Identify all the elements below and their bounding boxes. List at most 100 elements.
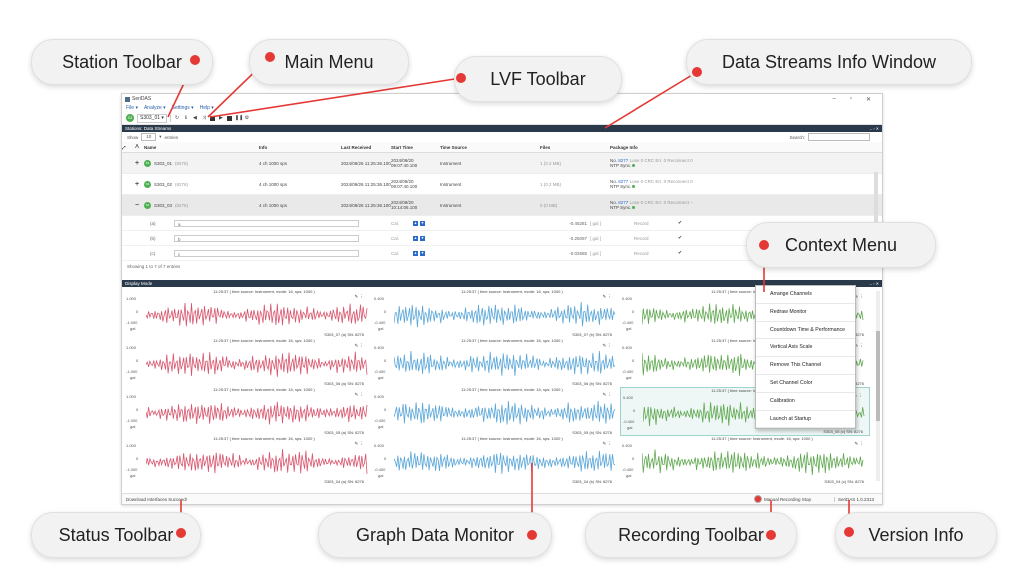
more-icon[interactable]: ⋮	[859, 441, 865, 446]
record-checkbox[interactable]: ✔	[678, 250, 683, 256]
station-select[interactable]: S303_01 ▾	[137, 113, 167, 123]
edit-icon[interactable]: ✎	[854, 343, 859, 348]
edit-icon[interactable]: ✎	[354, 294, 359, 299]
record-checkbox[interactable]: ✔	[678, 220, 683, 226]
cal-up-icon[interactable]: ▲	[413, 250, 418, 256]
more-icon[interactable]: ⋮	[607, 294, 613, 299]
expand-toggle[interactable]: +	[134, 159, 140, 167]
edit-icon[interactable]: ✎	[602, 392, 607, 397]
channel-graph[interactable]: 11:25:37 ( time source: Instrument, mode…	[124, 387, 370, 436]
menu-analyze[interactable]: Analyze ▾	[143, 105, 166, 111]
context-menu-item[interactable]: Countdown Time & Performance	[756, 322, 855, 340]
context-menu-item[interactable]: Remove This Channel	[756, 357, 855, 375]
more-icon[interactable]: ⋮	[359, 441, 365, 446]
menu-help[interactable]: Help ▾	[199, 105, 214, 111]
context-menu-item[interactable]: Launch at Startup	[756, 411, 855, 429]
record-icon[interactable]	[754, 495, 762, 503]
channel-name-input[interactable]: b	[174, 234, 359, 242]
sort-icon[interactable]: ˄	[134, 143, 140, 151]
cal-down-icon[interactable]: ▼	[420, 250, 425, 256]
chevron-down-icon[interactable]: ▾	[159, 134, 162, 139]
expand-toggle[interactable]: −	[134, 201, 140, 209]
maximize-icon[interactable]: ▫	[849, 95, 852, 102]
channel-name-input[interactable]: a	[174, 219, 359, 227]
col-info[interactable]: Info	[259, 144, 268, 150]
more-icon[interactable]: ⋮	[359, 392, 365, 397]
lvf-record-icon[interactable]	[226, 115, 232, 121]
edit-icon[interactable]: ✎	[602, 343, 607, 348]
context-menu-item[interactable]: Set Channel Color	[756, 375, 855, 393]
graph-controls: ✎ ⋮	[854, 441, 864, 447]
more-icon[interactable]: ⋮	[859, 294, 865, 299]
panel-controls-icon[interactable]: – ▫ ✕	[869, 126, 879, 131]
edit-icon[interactable]: ✎	[354, 392, 359, 397]
lvf-stop-icon[interactable]	[209, 115, 215, 121]
edit-icon[interactable]: ✎	[354, 343, 359, 348]
col-package-info[interactable]: Package Info	[610, 144, 638, 150]
info-icon[interactable]: ℹ	[184, 115, 187, 121]
more-icon[interactable]: ⋮	[607, 343, 613, 348]
more-icon[interactable]: ⋮	[859, 343, 865, 348]
channel-graph[interactable]: 11:25:37 ( time source: Instrument, mode…	[620, 436, 870, 485]
monitor-scrollbar[interactable]	[876, 291, 880, 481]
more-icon[interactable]: ⋮	[858, 393, 864, 398]
col-start-time[interactable]: Start Time	[391, 144, 413, 150]
stream-info: 4 ch 1000 sps	[259, 202, 288, 208]
record-checkbox[interactable]: ✔	[678, 235, 683, 241]
context-menu-item[interactable]: Calibration	[756, 393, 855, 411]
cal-down-icon[interactable]: ▼	[420, 220, 425, 226]
channel-name-input[interactable]: c	[174, 249, 359, 257]
edit-icon[interactable]: ✎	[854, 441, 859, 446]
cal-up-icon[interactable]: ▲	[413, 235, 418, 241]
col-name[interactable]: Name	[144, 144, 157, 150]
context-menu-item[interactable]: Arrange Channels	[756, 286, 855, 304]
channel-graph[interactable]: 11:25:37 ( time source: Instrument, mode…	[372, 289, 618, 338]
minimize-icon[interactable]: –	[832, 95, 836, 102]
channel-label: S303_05 (b) SN: 8276	[572, 430, 612, 435]
cal-up-icon[interactable]: ▲	[413, 220, 418, 226]
channel-graph[interactable]: 11:25:37 ( time source: Instrument, mode…	[124, 436, 370, 485]
channel-graph[interactable]: 11:25:37 ( time source: Instrument, mode…	[124, 289, 370, 338]
channel-graph[interactable]: 11:25:37 ( time source: Instrument, mode…	[372, 338, 618, 387]
channel-graph[interactable]: 11:25:37 ( time source: Instrument, mode…	[372, 436, 618, 485]
col-time-source[interactable]: Time Source	[440, 144, 467, 150]
scrollbar-thumb[interactable]	[876, 331, 880, 421]
refresh-icon[interactable]: ↻	[174, 115, 180, 121]
expand-toggle[interactable]: +	[134, 180, 140, 188]
shuffle-icon[interactable]: ⤨	[201, 115, 206, 121]
expand-icon[interactable]: ⤢	[122, 144, 126, 150]
panel-controls-icon[interactable]: – ▫ ✕	[869, 281, 879, 286]
col-files[interactable]: Files	[540, 144, 551, 150]
lvf-pause-icon[interactable]: ❚❚	[234, 115, 244, 121]
channel-graph[interactable]: 11:25:37 ( time source: Instrument, mode…	[372, 387, 618, 436]
menu-file[interactable]: File ▾	[126, 105, 138, 111]
context-menu-item[interactable]: Vertical Axis Scale	[756, 339, 855, 358]
y-min-label: -1.000	[126, 418, 138, 423]
recording-toolbar[interactable]: Manual Recording Stop	[754, 495, 811, 503]
lvf-play-icon[interactable]: ▶	[218, 115, 223, 121]
cal-down-icon[interactable]: ▼	[420, 235, 425, 241]
edit-icon[interactable]: ✎	[602, 294, 607, 299]
channel-id: (b)	[150, 235, 156, 241]
table-scrollbar[interactable]	[874, 172, 878, 244]
edit-icon[interactable]: ✎	[354, 441, 359, 446]
more-icon[interactable]: ⋮	[607, 392, 613, 397]
more-icon[interactable]: ⋮	[359, 343, 365, 348]
lvf-settings-icon[interactable]: ⚙	[244, 115, 250, 121]
more-icon[interactable]: ⋮	[607, 441, 613, 446]
speaker-icon[interactable]: ◀	[192, 115, 197, 121]
channel-graph[interactable]: 11:25:37 ( time source: Instrument, mode…	[124, 338, 370, 387]
edit-icon[interactable]: ✎	[602, 441, 607, 446]
search-input[interactable]	[808, 133, 870, 141]
context-menu-item[interactable]: Redraw Monitor	[756, 304, 855, 322]
menu-settings[interactable]: Settings ▾	[171, 105, 194, 111]
edit-icon[interactable]: ✎	[854, 294, 859, 299]
more-icon[interactable]: ⋮	[359, 294, 365, 299]
entries-select[interactable]: 10	[141, 133, 157, 141]
close-icon[interactable]: ✕	[865, 96, 871, 103]
col-last-received[interactable]: Last Received	[341, 144, 372, 150]
